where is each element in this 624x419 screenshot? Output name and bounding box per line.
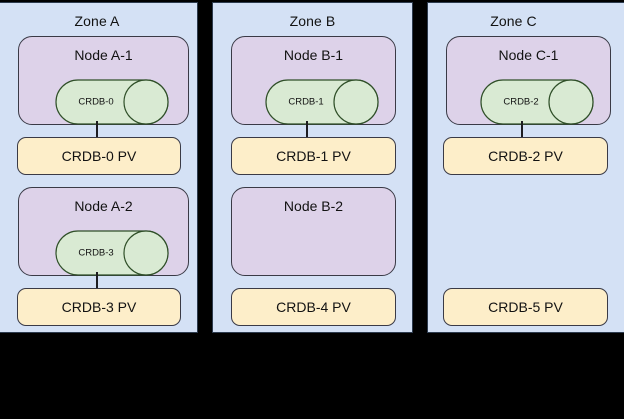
database-cylinder-crdb-0[interactable]: CRDB-0 (55, 79, 169, 125)
cylinder-shape-icon (55, 230, 169, 276)
pv-box-crdb-4[interactable]: CRDB-4 PV (231, 288, 396, 326)
zone-title-a: Zone A (74, 13, 120, 29)
database-cylinder-crdb-3[interactable]: CRDB-3 (55, 230, 169, 276)
database-cylinder-crdb-2[interactable]: CRDB-2 (480, 79, 594, 125)
node-label-b-1: Node B-1 (283, 47, 344, 63)
pv-label-crdb-1: CRDB-1 PV (276, 148, 351, 164)
pv-label-crdb-0: CRDB-0 PV (61, 148, 137, 164)
database-cylinder-crdb-1[interactable]: CRDB-1 (265, 79, 379, 125)
pv-label-crdb-4: CRDB-4 PV (276, 299, 351, 315)
node-box-a-2[interactable]: Node A-2 CRDB-3 (18, 187, 189, 276)
pv-box-crdb-5[interactable]: CRDB-5 PV (443, 288, 608, 326)
zone-title-c: Zone C (490, 13, 537, 29)
node-label-a-2: Node A-2 (74, 198, 133, 214)
connector-node-a-2-to-pv (96, 272, 98, 292)
node-label-c-1: Node C-1 (498, 47, 559, 63)
pv-label-crdb-3: CRDB-3 PV (61, 299, 137, 315)
zone-panel-b: Zone B Node B-1 CRDB-1 CRDB-1 PV Node B-… (212, 2, 413, 333)
node-label-b-2: Node B-2 (283, 198, 344, 214)
zone-title-b: Zone B (289, 13, 336, 29)
pv-box-crdb-1[interactable]: CRDB-1 PV (231, 137, 396, 175)
cylinder-shape-icon (480, 79, 594, 125)
cylinder-shape-icon (265, 79, 379, 125)
pv-box-crdb-0[interactable]: CRDB-0 PV (17, 137, 181, 175)
node-box-b-1[interactable]: Node B-1 CRDB-1 (231, 36, 396, 125)
connector-node-b-1-to-pv (306, 121, 308, 141)
zone-panel-a: Zone A Node A-1 CRDB-0 CRDB-0 PV Node A-… (0, 2, 198, 333)
node-box-b-2[interactable]: Node B-2 (231, 187, 396, 276)
connector-node-c-1-to-pv (521, 121, 523, 141)
node-box-a-1[interactable]: Node A-1 CRDB-0 (18, 36, 189, 125)
node-box-c-1[interactable]: Node C-1 CRDB-2 (446, 36, 611, 125)
pv-box-crdb-2[interactable]: CRDB-2 PV (443, 137, 608, 175)
connector-node-a-1-to-pv (96, 121, 98, 141)
zone-panel-c: Zone C Node C-1 CRDB-2 CRDB-2 PV CRDB-5 … (427, 2, 624, 333)
pv-box-crdb-3[interactable]: CRDB-3 PV (17, 288, 181, 326)
pv-label-crdb-5: CRDB-5 PV (488, 299, 563, 315)
node-label-a-1: Node A-1 (74, 47, 133, 63)
cylinder-shape-icon (55, 79, 169, 125)
pv-label-crdb-2: CRDB-2 PV (488, 148, 563, 164)
